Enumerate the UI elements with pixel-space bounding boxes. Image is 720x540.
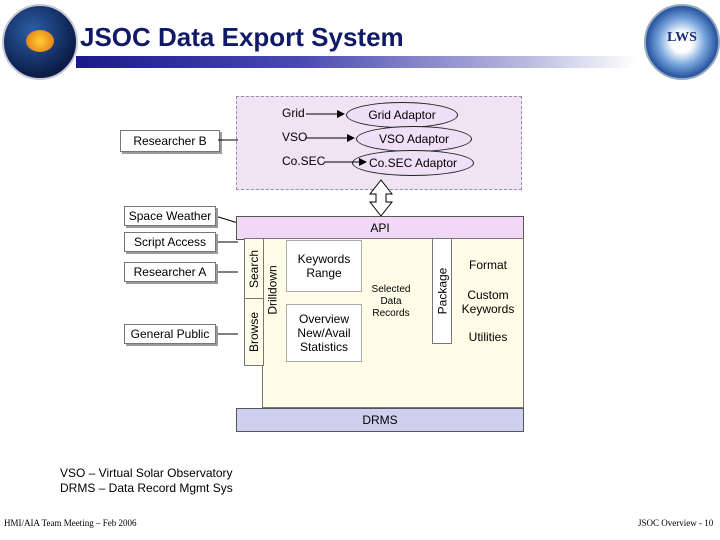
title-underline-bar xyxy=(76,56,636,68)
researcher-b-box: Researcher B xyxy=(120,130,220,152)
drms-label: DRMS xyxy=(362,413,398,427)
custom-keywords-label: Custom Keywords xyxy=(461,288,515,316)
cosec-label: Co.SEC xyxy=(282,154,326,168)
search-tab: Search xyxy=(244,238,264,300)
space-weather-link xyxy=(211,214,239,224)
overview-statistics-box: Overview New/Avail Statistics xyxy=(286,304,362,362)
format-label: Format xyxy=(468,258,507,272)
cosec-adaptor-node: Co.SEC Adaptor xyxy=(352,150,474,176)
grid-label: Grid xyxy=(282,106,305,120)
api-label: API xyxy=(370,221,390,235)
selected-data-records-label: Selected Data Records xyxy=(371,284,411,319)
note-drms: DRMS – Data Record Mgmt Sys xyxy=(60,481,233,495)
drilldown-tab-label: Drilldown xyxy=(266,265,281,315)
browse-tab-label: Browse xyxy=(247,311,262,353)
note-vso: VSO – Virtual Solar Observatory xyxy=(60,466,233,480)
page-title: JSOC Data Export System xyxy=(80,22,404,52)
search-tab-label: Search xyxy=(247,249,261,289)
general-public-box: General Public xyxy=(124,324,216,344)
footer-meeting: HMI/AIA Team Meeting – Feb 2006 xyxy=(4,518,137,528)
sun-icon xyxy=(26,30,54,52)
api-bar: API xyxy=(236,216,524,240)
lws-logo-text: LWS xyxy=(667,30,697,45)
package-tab: Package xyxy=(432,238,452,344)
researcher-a-box: Researcher A xyxy=(124,262,216,282)
package-tab-label: Package xyxy=(435,267,450,315)
vso-label: VSO xyxy=(282,130,308,144)
lws-logo: LWS xyxy=(644,4,720,80)
vo-api-double-arrow xyxy=(368,179,394,217)
grid-adaptor-node: Grid Adaptor xyxy=(346,102,458,128)
drilldown-tab: Drilldown xyxy=(264,238,282,342)
utilities-label: Utilities xyxy=(468,330,508,344)
solar-dynamics-observatory-logo xyxy=(2,4,78,80)
script-access-box: Script Access xyxy=(124,232,216,252)
drms-bar: DRMS xyxy=(236,408,524,432)
vso-adaptor-node: VSO Adaptor xyxy=(356,126,472,152)
space-weather-box: Space Weather xyxy=(124,206,216,226)
footer-page: JSOC Overview - 10 xyxy=(638,518,714,528)
browse-tab: Browse xyxy=(244,298,264,366)
keywords-range-box: Keywords Range xyxy=(286,240,362,292)
